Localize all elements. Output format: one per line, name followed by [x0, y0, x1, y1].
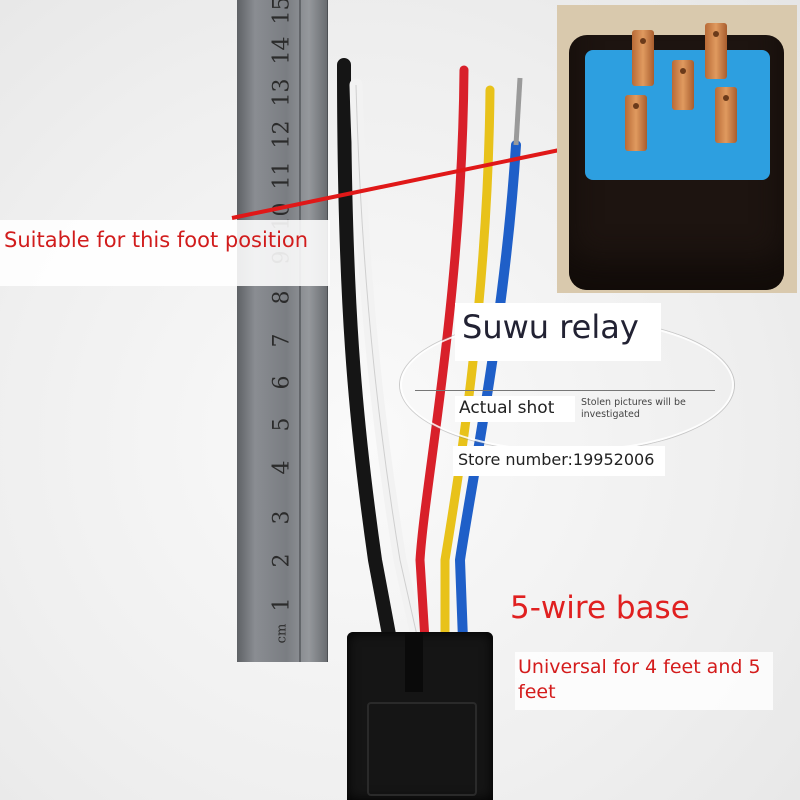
relay-pin: [715, 87, 737, 143]
product-title: 5-wire base: [510, 590, 690, 626]
relay-pin: [632, 30, 654, 86]
universal-label: Universal for 4 feet and 5 feet: [518, 656, 761, 703]
brand-box: [455, 303, 661, 361]
foot-position-label: Suitable for this foot position: [4, 228, 309, 252]
relay-pin: [672, 60, 694, 110]
store-number-label: Store number:19952006: [458, 450, 655, 469]
universal-box: [515, 652, 773, 710]
white-wire-edge: [355, 84, 419, 641]
relay-pin: [705, 23, 727, 79]
stolen-notice: Stolen pictures will be investigated: [581, 397, 686, 420]
black-wire: [337, 58, 397, 647]
actual-shot-label: Actual shot: [459, 398, 555, 418]
blue-wire-strands: [513, 77, 523, 146]
pointer-arrow: [231, 140, 599, 220]
brand-label: Suwu relay: [462, 308, 639, 346]
steel-ruler: [237, 0, 328, 662]
relay-photo: [557, 5, 797, 293]
actual-shot-box: [455, 396, 575, 422]
relay-pin: [625, 95, 647, 151]
foot-position-box: [0, 220, 330, 286]
watermark-divider: [415, 390, 715, 391]
store-number-box: [453, 446, 665, 476]
relay-socket: [347, 632, 493, 800]
